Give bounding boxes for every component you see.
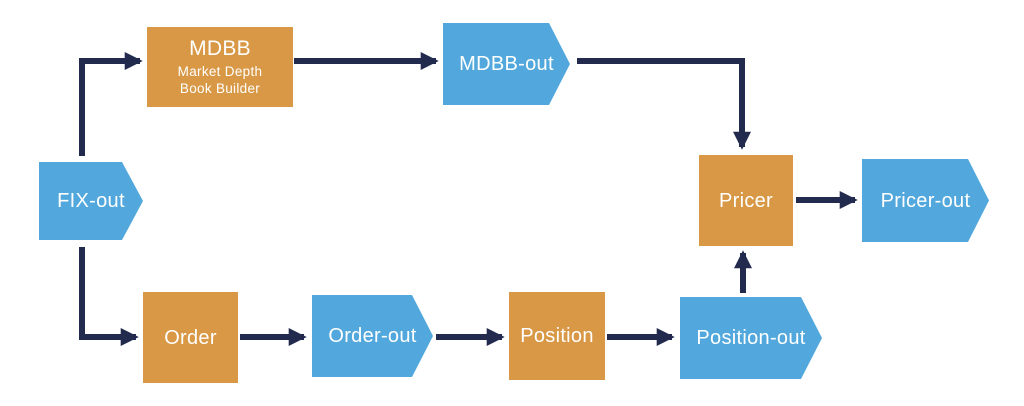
node-fix-out-label: FIX-out	[57, 190, 125, 212]
node-pricer-out-label: Pricer-out	[880, 189, 971, 212]
node-position: Position	[509, 292, 605, 380]
node-order-out: Order-out	[312, 295, 433, 377]
node-pricer-label: Pricer	[718, 189, 774, 212]
node-mdbb: MDBB Market Depth Book Builder	[147, 27, 293, 107]
node-mdbb-out: MDBB-out	[443, 23, 570, 105]
node-position-out: Position-out	[680, 297, 822, 379]
node-mdbb-subtitle-line1: Market Depth	[177, 63, 263, 79]
node-order: Order	[143, 292, 238, 383]
node-mdbb-out-label: MDBB-out	[459, 53, 554, 75]
edge-fixout-to-mdbb	[79, 52, 143, 156]
node-pricer-out: Pricer-out	[862, 159, 989, 242]
node-pricer: Pricer	[699, 155, 793, 246]
node-order-label: Order	[164, 326, 217, 349]
node-order-out-label: Order-out	[328, 325, 417, 347]
edge-mdbbout-to-pricer	[577, 58, 751, 150]
node-position-label: Position	[520, 325, 594, 347]
node-position-out-label: Position-out	[696, 327, 806, 349]
node-mdbb-subtitle-line2: Book Builder	[179, 81, 261, 97]
edge-fixout-to-order	[79, 247, 139, 346]
node-fix-out: FIX-out	[39, 162, 143, 240]
node-mdbb-title: MDBB	[189, 37, 251, 61]
